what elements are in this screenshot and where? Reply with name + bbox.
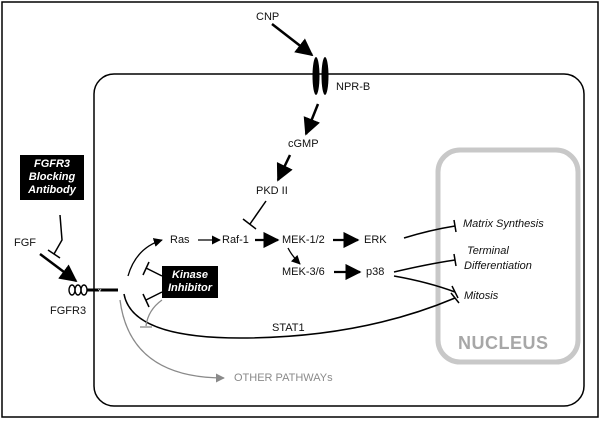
arrow-cnp-nprb bbox=[271, 23, 314, 57]
cell-membrane bbox=[93, 73, 585, 407]
svg-text:x: x bbox=[98, 288, 102, 295]
kinase-inhibitor-box: Kinase Inhibitor bbox=[162, 266, 218, 298]
label-npr-b: NPR-B bbox=[336, 81, 371, 93]
fgfr3-blocking-antibody-box: FGFR3 Blocking Antibody bbox=[20, 155, 84, 200]
label-differentiation: Differentiation bbox=[464, 260, 532, 272]
fgfr3-receptor: x bbox=[68, 284, 118, 296]
arrow-fgf-fgfr3 bbox=[39, 253, 78, 283]
arrow-raf1-mek36 bbox=[287, 247, 301, 265]
arrow-nprb-cgmp bbox=[303, 103, 320, 136]
nucleus-shape bbox=[435, 147, 581, 365]
label-p38: p38 bbox=[366, 266, 385, 278]
inhibit-kinase-stat1 bbox=[142, 291, 163, 308]
inhibit-p38-mitosis bbox=[393, 275, 459, 299]
inhibit-p38-terminal bbox=[393, 253, 457, 273]
arrow-fgfr3-ras bbox=[127, 238, 163, 277]
label-fgfr3: FGFR3 bbox=[50, 305, 87, 317]
label-mek12: MEK-1/2 bbox=[282, 234, 325, 246]
antibody-line-2: Blocking bbox=[28, 171, 76, 183]
label-mitosis: Mitosis bbox=[464, 290, 499, 302]
inhibit-erk-matrix bbox=[403, 219, 457, 239]
label-nucleus: NUCLEUS bbox=[458, 333, 549, 353]
label-fgf: FGF bbox=[14, 237, 36, 249]
label-erk: ERK bbox=[364, 234, 387, 246]
label-pkd2: PKD II bbox=[256, 185, 288, 197]
antibody-line-1: FGFR3 bbox=[33, 158, 71, 170]
inhibit-pkd2-raf1 bbox=[242, 200, 267, 230]
inhibit-kinase-other bbox=[140, 299, 163, 328]
kinase-line-2: Inhibitor bbox=[168, 282, 212, 294]
label-cgmp: cGMP bbox=[288, 138, 319, 150]
label-ras: Ras bbox=[170, 234, 190, 246]
label-cnp: CNP bbox=[256, 11, 280, 23]
label-raf1: Raf-1 bbox=[222, 234, 249, 246]
npr-b-receptor bbox=[312, 57, 329, 95]
arrow-other-pathways bbox=[119, 299, 225, 383]
kinase-line-1: Kinase bbox=[171, 269, 209, 281]
inhibit-kinase-ras bbox=[142, 261, 163, 277]
label-matrix-synthesis: Matrix Synthesis bbox=[463, 218, 544, 230]
label-other-pathways: OTHER PATHWAYs bbox=[234, 372, 333, 384]
label-stat1: STAT1 bbox=[272, 322, 305, 334]
label-terminal: Terminal bbox=[467, 245, 509, 257]
inhibit-antibody-fgfr3 bbox=[47, 214, 63, 259]
arrow-cgmp-pkd2 bbox=[276, 154, 293, 182]
inhibit-stat1-mitosis bbox=[123, 292, 460, 339]
label-mek36: MEK-3/6 bbox=[282, 266, 325, 278]
antibody-line-3: Antibody bbox=[28, 184, 76, 196]
